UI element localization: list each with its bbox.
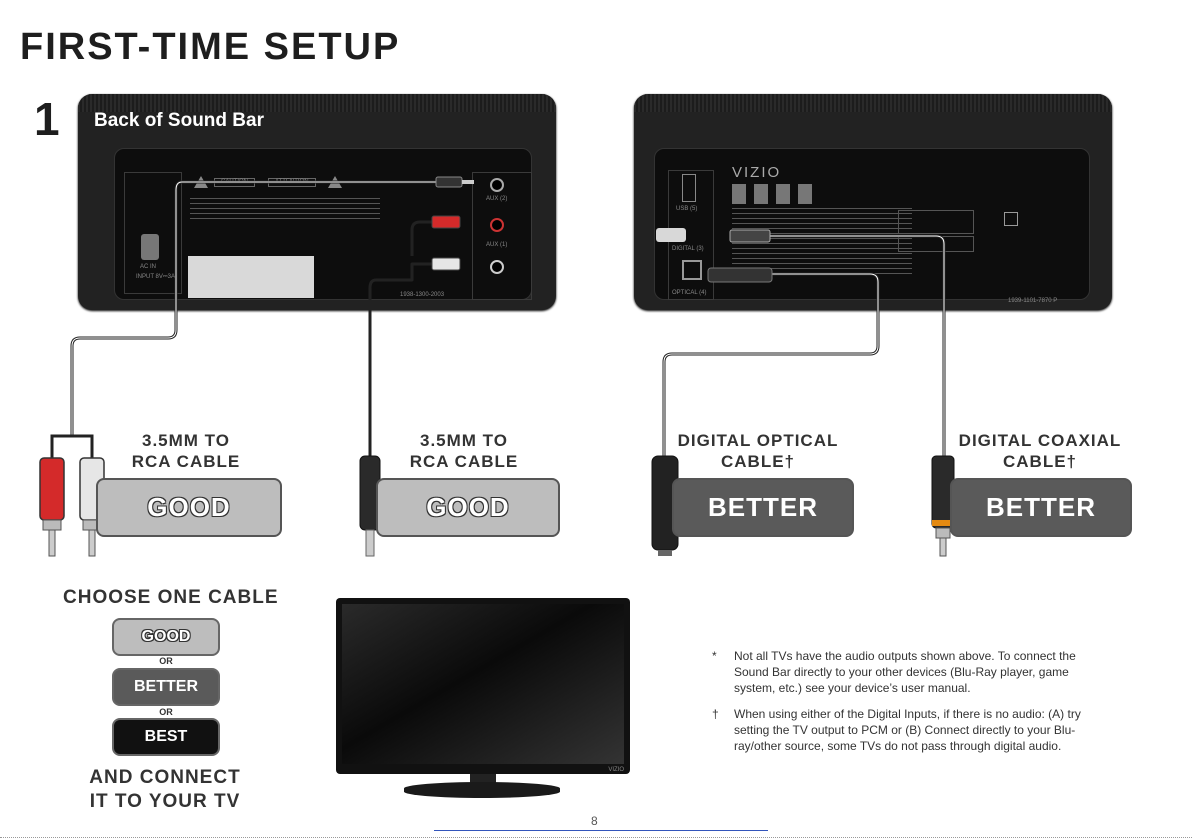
certification-icons — [732, 184, 816, 204]
aux-3.5mm-plug — [435, 176, 463, 188]
coax-plug-in-bar — [729, 229, 771, 243]
footnote-dagger: † When using either of the Digital Input… — [712, 707, 1081, 753]
square-port-icon — [1004, 212, 1018, 226]
usb-label: USB (5) — [676, 206, 698, 212]
cable-4-rating-badge: BETTER — [950, 478, 1132, 537]
aux2-jack — [490, 178, 504, 192]
tv-stand-neck — [470, 774, 496, 784]
cable-3-rating-badge: BETTER — [672, 478, 854, 537]
legend-or-1: OR — [159, 656, 173, 666]
usb-port-icon — [682, 174, 696, 202]
cable-1-wire — [70, 180, 440, 436]
optical-label: OPTICAL (4) — [672, 290, 707, 296]
page-number: 8 — [591, 814, 598, 828]
ac-power-icon — [141, 234, 159, 260]
legend-good-badge: GOOD — [112, 618, 220, 656]
optical-port-icon — [682, 260, 702, 280]
aux-rca-white-plug — [431, 257, 461, 271]
choose-heading: CHOOSE ONE CABLE — [63, 587, 279, 608]
footnote-asterisk: * Not all TVs have the audio outputs sho… — [712, 649, 1076, 695]
right-serial: 1939-1101-7870 P — [1008, 298, 1058, 304]
aux1-label: AUX (1) — [486, 242, 508, 248]
cable-2-wire — [368, 220, 436, 456]
tv-screen — [342, 604, 624, 764]
aux-port-box — [472, 172, 532, 300]
soundbar-back-left-panel: Back of Sound Bar AC IN INPUT 8V⎓3A CAUT… — [78, 94, 556, 310]
rca-red-plug-body — [39, 457, 65, 521]
digital-coax-jack — [656, 228, 686, 242]
soundbar-label: Back of Sound Bar — [94, 110, 264, 131]
cable-3-wire — [662, 272, 880, 456]
optical-plug-in-bar — [707, 267, 773, 283]
legend-best-badge: BEST — [112, 718, 220, 756]
left-serial: 1938-1300-2003 — [400, 292, 445, 298]
cable-2-rating-badge: GOOD — [376, 478, 560, 537]
regulatory-text-block — [732, 208, 912, 278]
rating-label-plate — [188, 256, 314, 298]
page-title: FIRST-TIME SETUP — [20, 26, 401, 68]
footer-rule — [434, 830, 768, 831]
left-port-recess — [114, 148, 532, 300]
warning-text-block — [190, 198, 380, 220]
legend-or-2: OR — [159, 707, 173, 717]
footer-dotted-line — [0, 837, 1192, 838]
step-number: 1 — [34, 93, 60, 145]
ac-in-box — [124, 172, 182, 294]
vizio-logo: VIZIO — [732, 164, 782, 181]
fcc-id-box — [898, 210, 974, 234]
digital-label: DIGITAL (3) — [672, 246, 704, 252]
ac-in-label: AC IN — [140, 264, 157, 270]
tv-stand-base — [404, 782, 560, 798]
aux1-red-jack — [490, 218, 504, 232]
input-spec-label: INPUT 8V⎓3A — [136, 274, 176, 280]
cable-1-rating-badge: GOOD — [96, 478, 282, 537]
legend-better-badge: BETTER — [112, 668, 220, 706]
tv-brand-logo: VIZIO — [608, 767, 624, 773]
aux1-white-jack — [490, 260, 504, 274]
aux2-label: AUX (2) — [486, 196, 508, 202]
connect-instruction: AND CONNECT IT TO YOUR TV — [89, 767, 241, 812]
cable-4-wire — [768, 234, 946, 456]
aux-rca-red-plug — [431, 215, 461, 229]
coax-orange-ring — [932, 520, 954, 526]
tv-illustration: VIZIO — [336, 598, 630, 774]
